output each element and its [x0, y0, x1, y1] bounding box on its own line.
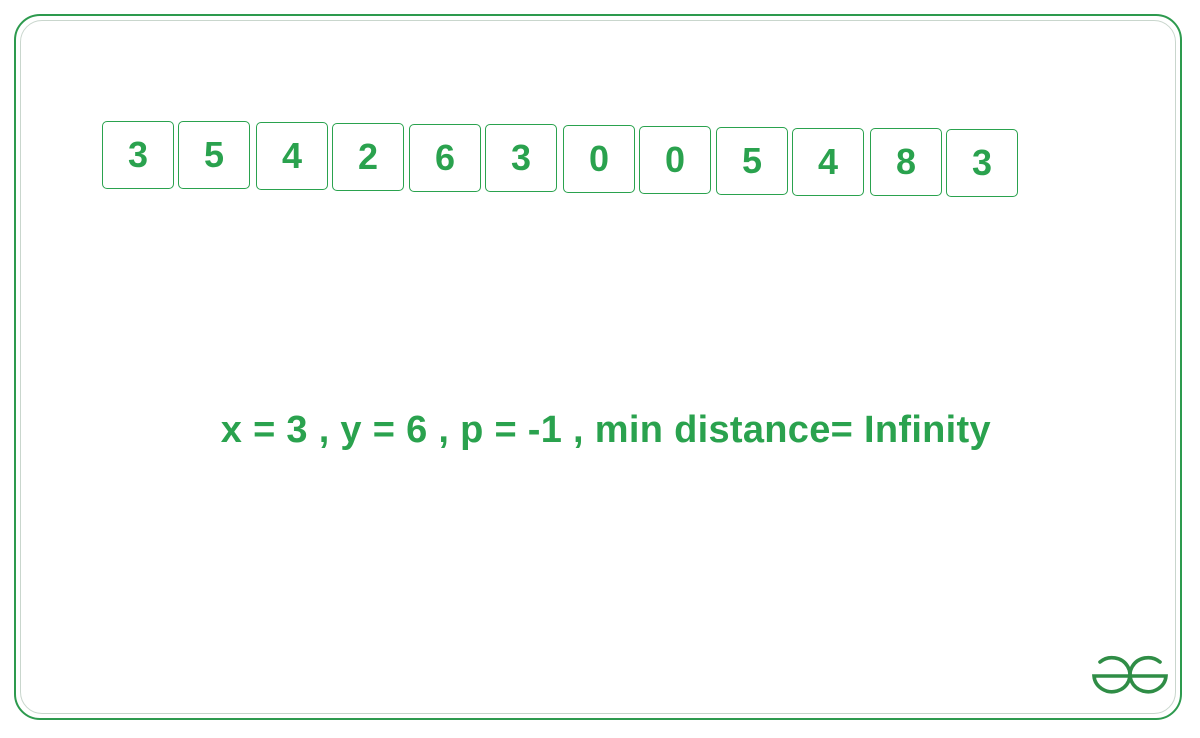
array-cell: 3: [485, 124, 557, 192]
array-cell: 5: [178, 121, 250, 189]
array-cell: 4: [256, 122, 328, 190]
status-line: x = 3 , y = 6 , p = -1 , min distance= I…: [0, 366, 1200, 452]
array-cell: 0: [639, 126, 711, 194]
array-row: 3 5 4 2 6 3 0 0 5 4 8 3: [0, 0, 1200, 220]
array-cell: 3: [946, 129, 1018, 197]
array-cell: 3: [102, 121, 174, 189]
geeksforgeeks-logo-icon: [1092, 655, 1168, 694]
status-text: x = 3 , y = 6 , p = -1 , min distance= I…: [220, 409, 991, 451]
card-inner-border: [20, 20, 1176, 714]
array-cell: 6: [409, 124, 481, 192]
array-cell: 8: [870, 128, 942, 196]
array-cell: 5: [716, 127, 788, 195]
array-cell: 2: [332, 123, 404, 191]
array-cell: 4: [792, 128, 864, 196]
array-cell: 0: [563, 125, 635, 193]
